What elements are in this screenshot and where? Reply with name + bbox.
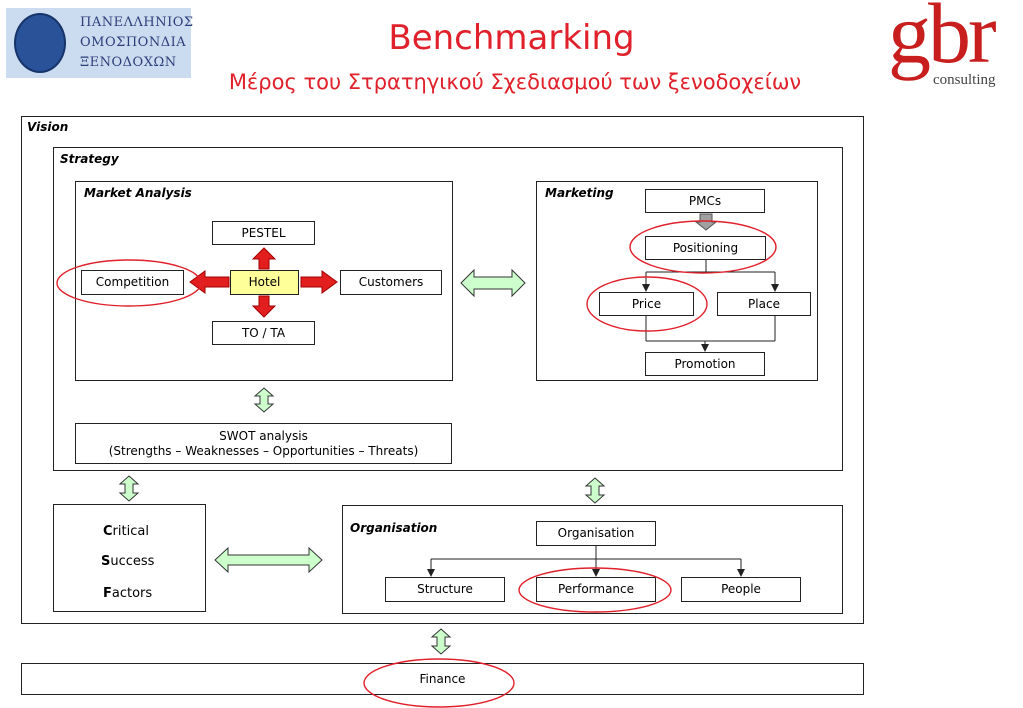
competition-box: Competition <box>81 270 184 295</box>
organisation-label: Organisation <box>350 521 438 535</box>
red-arrow-down-icon <box>251 295 277 318</box>
hotel-box: Hotel <box>230 270 299 295</box>
csf-critical-rest: ritical <box>112 524 149 539</box>
red-arrow-up-icon <box>251 247 277 270</box>
csf-success-initial: S <box>101 554 111 569</box>
highlight-price <box>586 276 708 332</box>
highlight-performance <box>518 567 672 613</box>
page-title: Benchmarking <box>388 18 635 58</box>
pmcs-box: PMCs <box>645 189 765 213</box>
csf-critical: Critical <box>103 524 149 539</box>
double-arrow-strategy-organisation-icon <box>584 477 606 504</box>
marketing-label: Marketing <box>545 186 614 200</box>
promotion-box: Promotion <box>645 352 765 376</box>
critical-success-factors-box <box>53 504 206 612</box>
structure-box: Structure <box>385 577 505 602</box>
gbr-logo: gbr <box>888 0 997 81</box>
federation-logo-line-3: ΞΕΝΟΔΟΧΩΝ <box>80 55 177 70</box>
place-box: Place <box>717 292 811 316</box>
pestel-box: PESTEL <box>212 221 315 245</box>
customers-box: Customers <box>340 270 442 295</box>
double-arrow-csf-organisation-icon <box>214 546 323 574</box>
csf-success: Success <box>101 554 154 569</box>
csf-critical-initial: C <box>103 524 113 539</box>
vision-label: Vision <box>27 120 69 134</box>
csf-factors-rest: actors <box>111 586 153 601</box>
federation-logo-line-1: ΠΑΝΕΛΛΗΝΙΟΣ <box>80 15 194 30</box>
federation-seal-icon <box>14 13 66 73</box>
gbr-logo-subtitle: consulting <box>933 72 996 88</box>
swot-box: SWOT analysis (Strengths – Weaknesses – … <box>75 423 452 464</box>
performance-box: Performance <box>536 577 656 602</box>
federation-logo-line-2: ΟΜΟΣΠΟΝΔΙΑ <box>80 35 187 50</box>
red-arrow-right-icon <box>300 270 338 294</box>
people-box: People <box>681 577 801 602</box>
grey-arrow-down-icon <box>694 213 718 231</box>
market-analysis-label: Market Analysis <box>84 186 192 200</box>
strategy-label: Strategy <box>60 152 119 166</box>
federation-logo-text: ΠΑΝΕΛΛΗΝΙΟΣ ΟΜΟΣΠΟΝΔΙΑ ΞΕΝΟΔΟΧΩΝ <box>80 13 194 73</box>
double-arrow-market-swot-icon <box>253 387 275 413</box>
csf-factors: Factors <box>103 586 152 601</box>
page-subtitle: Μέρος του Στρατηγικού Σχεδιασμού των ξεν… <box>228 70 802 94</box>
highlight-competition <box>56 259 202 307</box>
swot-title: SWOT analysis <box>219 428 308 443</box>
price-box: Price <box>599 292 694 316</box>
highlight-finance <box>363 658 515 708</box>
csf-success-rest: uccess <box>110 554 155 569</box>
to-ta-box: TO / TA <box>212 321 315 345</box>
double-arrow-strategy-csf-icon <box>118 475 140 502</box>
csf-factors-initial: F <box>103 586 112 601</box>
marketing-connectors <box>642 260 779 352</box>
organisation-connectors <box>427 546 745 577</box>
double-arrow-market-marketing-icon <box>460 268 526 298</box>
highlight-positioning <box>629 220 777 274</box>
organisation-top-box: Organisation <box>536 521 656 546</box>
positioning-box: Positioning <box>645 236 766 260</box>
swot-subtitle: (Strengths – Weaknesses – Opportunities … <box>108 443 419 458</box>
finance-box: Finance <box>21 663 864 695</box>
double-arrow-vision-finance-icon <box>430 628 452 655</box>
